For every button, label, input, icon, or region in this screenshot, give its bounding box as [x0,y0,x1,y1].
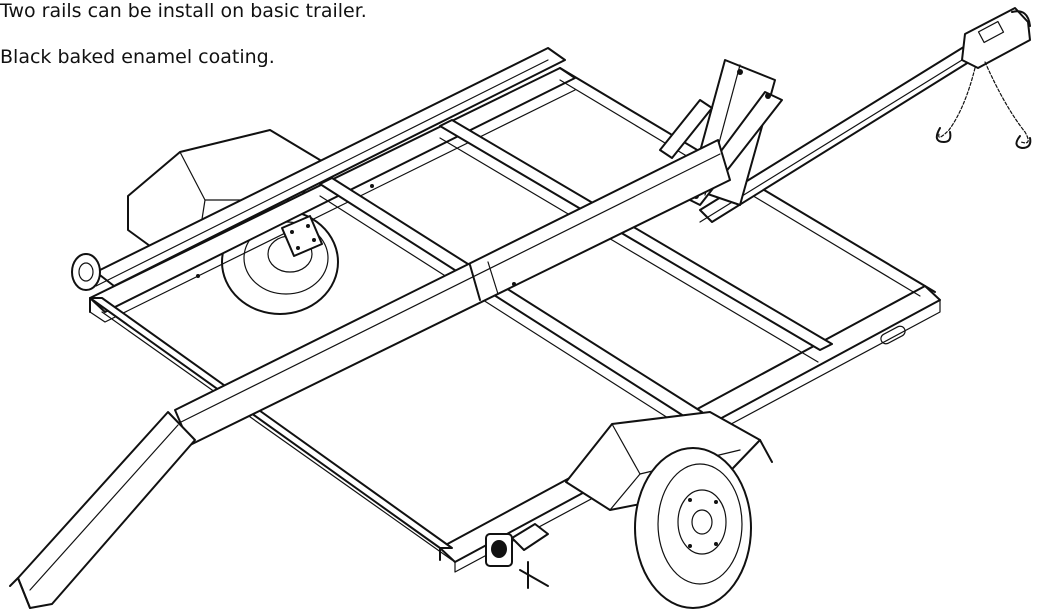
loading-ramp [9,411,196,609]
rail-bolts [196,184,516,286]
rail-end-cap [71,253,101,291]
tail-light [485,523,549,589]
boat-rail-left [95,47,566,287]
caption-two-rails: Two rails can be install on basic traile… [0,0,367,22]
front-wheel [634,447,752,609]
caption-enamel-coating: Black baked enamel coating. [0,46,275,68]
tongue [699,7,1032,223]
